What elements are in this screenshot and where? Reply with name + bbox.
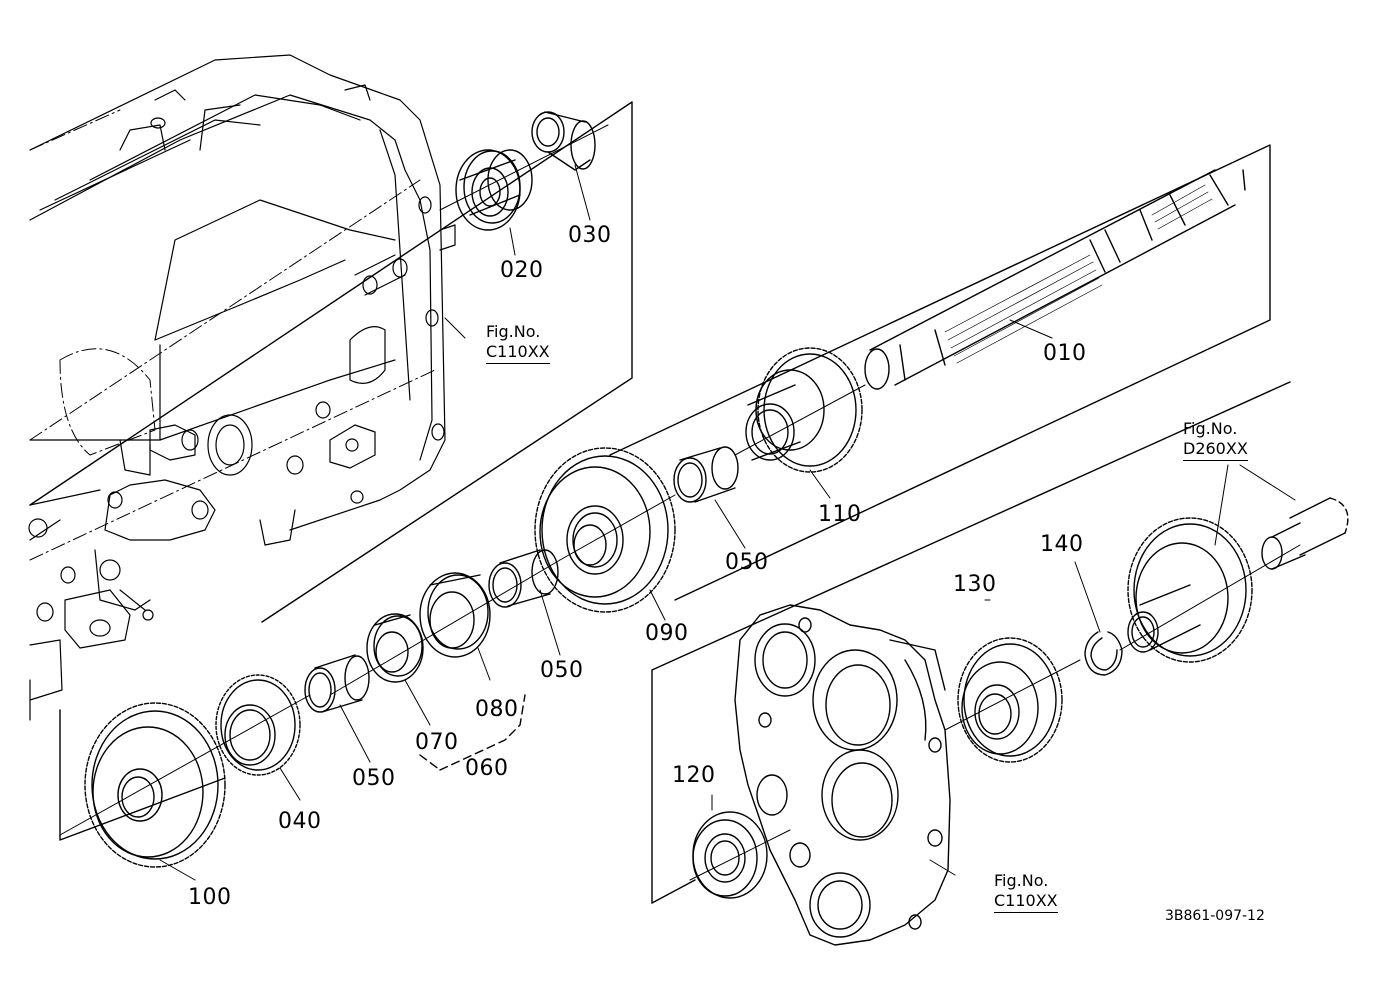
part-label-050-upper: 050 <box>725 550 769 575</box>
part-080-ring <box>419 572 491 658</box>
figure-reference-code: C110XX <box>994 891 1058 913</box>
part-label-110: 110 <box>818 502 862 527</box>
part-label-050-lower: 050 <box>352 766 396 791</box>
part-070-hub <box>366 613 424 683</box>
figure-reference-code: D260XX <box>1183 439 1248 461</box>
part-090-gear <box>534 447 676 613</box>
centerline-right-gear <box>1119 544 1301 651</box>
figure-reference-prefix: Fig.No. <box>486 322 541 341</box>
centerline-130 <box>944 659 1081 731</box>
centerline-070-080 <box>329 559 561 696</box>
part-label-100: 100 <box>188 885 232 910</box>
part-010-shaft-frame <box>609 144 1271 601</box>
lower-enclosure-frame <box>59 709 226 841</box>
part-label-090: 090 <box>645 621 689 646</box>
part-label-080: 080 <box>475 697 519 722</box>
figure-reference-prefix: Fig.No. <box>1183 419 1238 438</box>
part-label-120: 120 <box>672 763 716 788</box>
part-label-130: 130 <box>953 572 997 597</box>
part-label-030: 030 <box>568 223 612 248</box>
part-label-140: 140 <box>1040 532 1084 557</box>
part-label-070: 070 <box>415 730 459 755</box>
figure-reference-lower[interactable]: Fig.No. C110XX <box>994 871 1058 913</box>
part-030-bushing <box>531 111 596 171</box>
part-label-060: 060 <box>465 756 509 781</box>
figure-reference-right[interactable]: Fig.No. D260XX <box>1183 419 1248 461</box>
centerline-120 <box>689 829 791 881</box>
figure-reference-code: C110XX <box>486 342 550 364</box>
part-050-bushing-middle <box>488 549 559 608</box>
bracket-060 <box>419 694 526 771</box>
part-020-bearing <box>455 149 533 231</box>
part-label-040: 040 <box>278 809 322 834</box>
figure-reference-prefix: Fig.No. <box>994 871 1049 890</box>
figure-reference-upper[interactable]: Fig.No. C110XX <box>486 322 550 364</box>
leader-lines <box>159 164 1296 881</box>
centerline-090 <box>559 494 676 561</box>
centerline-100-040 <box>59 694 311 836</box>
drawing-number: 3B861-097-12 <box>1165 908 1265 924</box>
part-label-020: 020 <box>500 258 544 283</box>
gear-housing-cover <box>734 604 951 946</box>
part-110-gear <box>745 347 863 473</box>
part-040-gear <box>215 674 301 776</box>
upper-enclosure-frame <box>29 101 633 623</box>
part-010-shaft <box>864 169 1236 390</box>
part-120-bearing <box>692 811 768 899</box>
housing-centerlines <box>29 109 436 561</box>
part-140-snap-ring <box>1084 631 1123 676</box>
part-label-010: 010 <box>1043 341 1087 366</box>
centerline-110 <box>734 384 866 456</box>
gear-right-reference <box>1127 517 1253 663</box>
lower-right-frame <box>651 381 1291 904</box>
part-100-gear <box>84 702 226 868</box>
transmission-housing <box>28 54 456 721</box>
centerline-020-030 <box>439 124 609 211</box>
part-050-bushing-lower <box>304 654 370 713</box>
part-050-bushing-upper <box>673 446 739 503</box>
part-label-050-middle: 050 <box>540 658 584 683</box>
part-130-gear <box>957 637 1063 763</box>
shaft-end-right <box>1261 497 1349 570</box>
